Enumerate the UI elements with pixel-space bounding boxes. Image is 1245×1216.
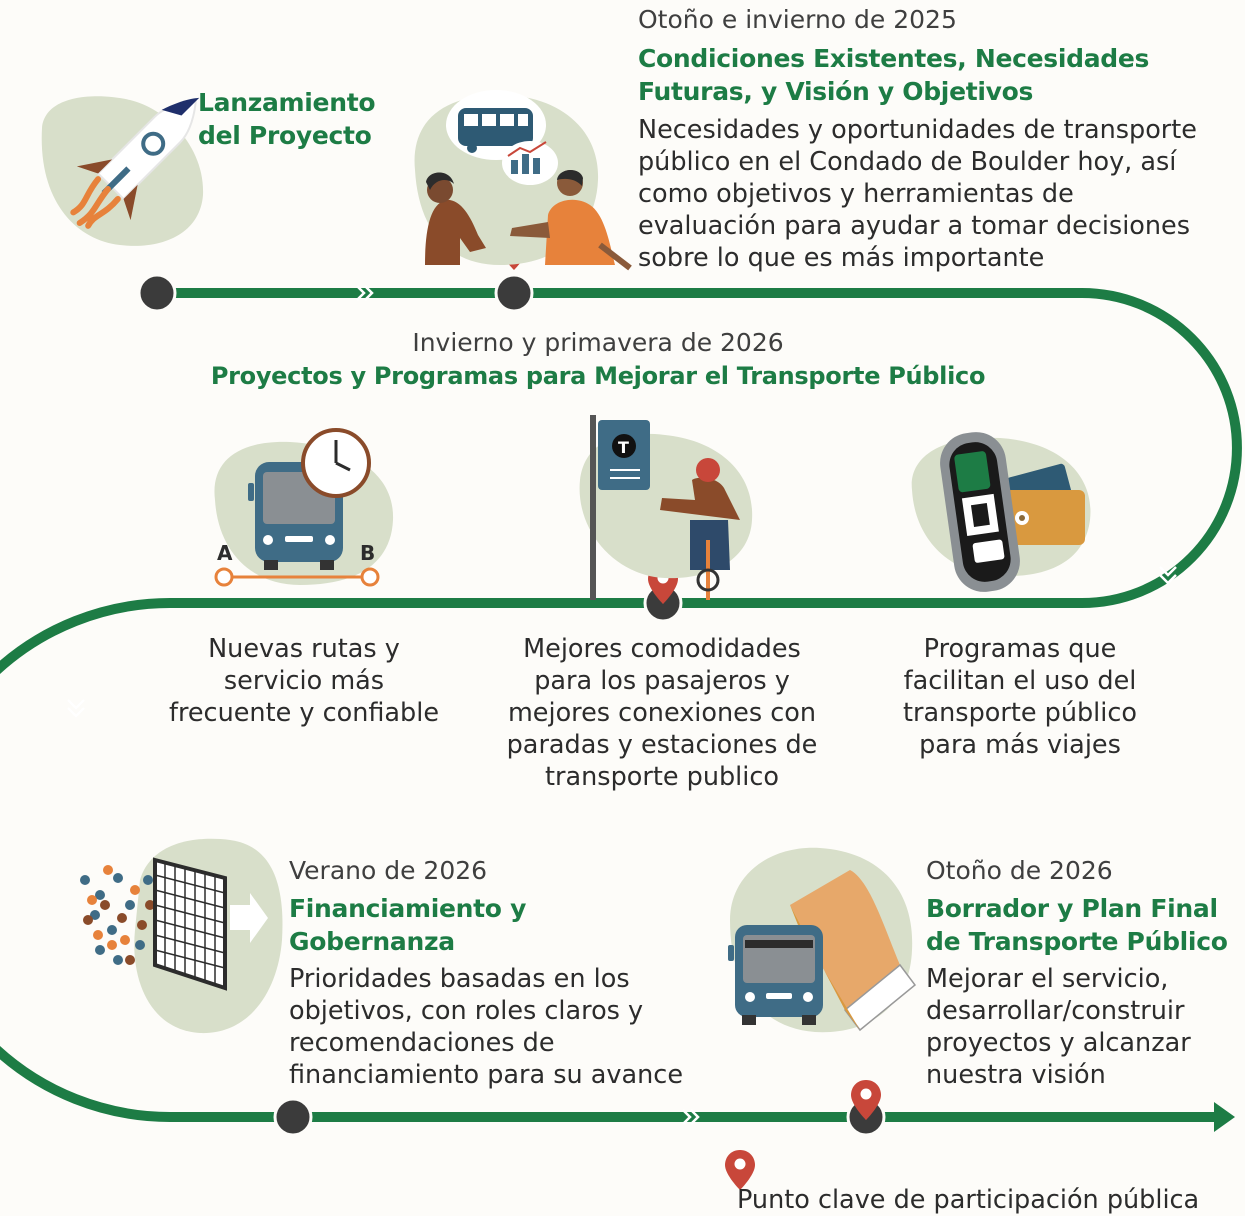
final-description-line: desarrollar/construir [926, 996, 1185, 1026]
bus-book-icon [728, 847, 917, 1033]
svg-text:A: A [217, 541, 233, 565]
direction-chevrons [67, 285, 1177, 1125]
funding-description-line: financiamiento para su avance [289, 1060, 684, 1090]
launch-title-line-2: del Proyecto [198, 121, 372, 150]
conditions-description-line: Necesidades y oportunidades de transport… [638, 115, 1197, 145]
projects-season: Invierno y primavera de 2026 [412, 328, 784, 357]
projects-item-line: servicio más [223, 666, 385, 696]
projects-item-line: facilitan el uso del [903, 666, 1137, 696]
conditions-title-line-2: Futuras, y Visión y Objetivos [638, 77, 1034, 106]
final-title-line-1: Borrador y Plan Final [926, 894, 1218, 923]
projects-item-line: Mejores comodidades [523, 634, 801, 664]
legend-label: Punto clave de participación pública [737, 1185, 1200, 1215]
milestone-dot-conditions [494, 273, 534, 313]
funding-description-line: recomendaciones de [289, 1028, 555, 1058]
final-title: Borrador y Plan Final de Transporte Públ… [926, 892, 1228, 958]
projects-title: Proyectos y Programas para Mejorar el Tr… [210, 362, 986, 390]
fare-card-wallet-icon [911, 432, 1091, 592]
timeline-path [0, 288, 1242, 1122]
funding-title-line-1: Financiamiento y [289, 894, 527, 923]
projects-item-line: frecuente y confiable [168, 698, 440, 728]
projects-item-line: para los pasajeros y [534, 666, 790, 696]
funding-season: Verano de 2026 [289, 856, 488, 885]
bus-clock-route-icon: A B [214, 428, 394, 587]
svg-text:B: B [360, 541, 375, 565]
funnel-filter-icon [80, 838, 283, 1034]
projects-item-line: Nuevas rutas y [208, 634, 400, 664]
rocket-icon [41, 96, 204, 246]
conditions-description-line: evaluación para ayudar a tomar decisione… [638, 211, 1191, 241]
conditions-season: Otoño e invierno de 2025 [638, 5, 957, 34]
launch-title-line-1: Lanzamiento [198, 88, 376, 117]
final-description-line: proyectos y alcanzar [926, 1028, 1191, 1058]
people-talking-icon [414, 90, 632, 271]
funding-description: Prioridades basadas en los objetivos, co… [289, 963, 683, 1091]
final-title-line-2: de Transporte Público [926, 927, 1228, 956]
timeline-arrowhead [1214, 1102, 1235, 1132]
launch-title: Lanzamiento del Proyecto [198, 86, 376, 152]
conditions-description-line: como objetivos y herramientas de [638, 179, 1074, 209]
projects-item-line: transporte público [903, 698, 1137, 728]
funding-description-line: Prioridades basadas en los [289, 964, 630, 994]
final-description: Mejorar el servicio, desarrollar/constru… [926, 963, 1191, 1091]
cyclist-transit-stop-icon: T [579, 415, 753, 600]
milestone-dot-funding [273, 1097, 313, 1137]
conditions-description: Necesidades y oportunidades de transport… [638, 114, 1197, 274]
projects-item-routes: Nuevas rutas y servicio más frecuente y … [154, 633, 454, 729]
projects-item-line: mejores conexiones con [507, 698, 817, 728]
conditions-description-line: sobre lo que es más importante [638, 243, 1045, 273]
svg-text:T: T [618, 438, 629, 457]
conditions-title: Condiciones Existentes, Necesidades Futu… [638, 42, 1149, 108]
final-season: Otoño de 2026 [926, 856, 1113, 885]
projects-item-line: paradas y estaciones de [506, 730, 818, 760]
final-description-line: Mejorar el servicio, [926, 964, 1169, 994]
final-description-line: nuestra visión [926, 1060, 1106, 1090]
projects-item-programs: Programas que facilitan el uso del trans… [880, 633, 1160, 761]
projects-item-amenities: Mejores comodidades para los pasajeros y… [492, 633, 832, 793]
funding-description-line: objetivos, con roles claros y [289, 996, 644, 1026]
projects-item-line: Programas que [923, 634, 1117, 664]
projects-item-line: transporte publico [545, 762, 779, 792]
funding-title-line-2: Gobernanza [289, 927, 455, 956]
conditions-description-line: público en el Condado de Boulder hoy, as… [638, 147, 1177, 177]
funding-title: Financiamiento y Gobernanza [289, 892, 526, 958]
milestone-dot-launch [137, 273, 177, 313]
projects-item-line: para más viajes [919, 730, 1121, 760]
conditions-title-line-1: Condiciones Existentes, Necesidades [638, 44, 1150, 73]
